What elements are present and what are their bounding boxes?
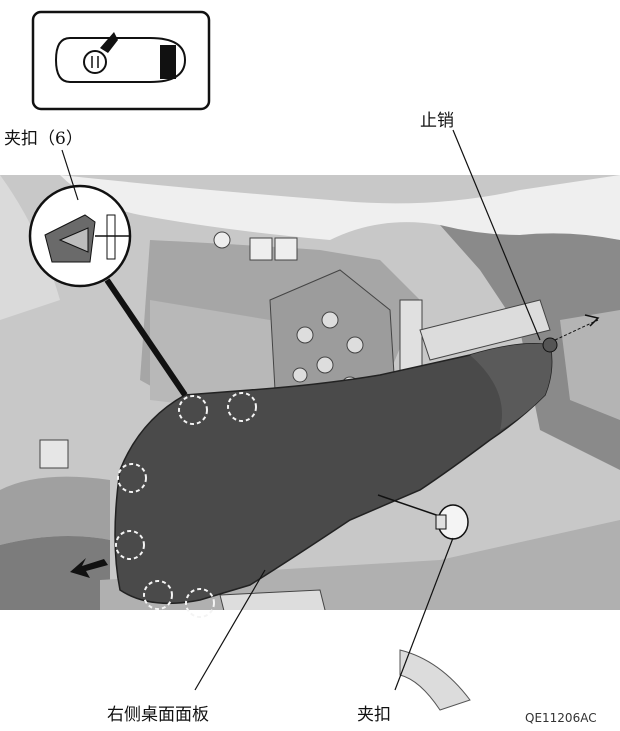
removal-direction-arrow-icon <box>70 558 108 578</box>
label-right-desk-panel: 右侧桌面面板 <box>107 705 209 725</box>
label-clip-six: 夹扣（6） <box>4 129 83 149</box>
label-clip: 夹扣 <box>357 705 391 725</box>
leader-lines <box>61 129 541 691</box>
right-desk-panel <box>114 343 553 605</box>
stop-pin-icon <box>542 314 600 353</box>
clip-zoom-callout <box>28 184 188 397</box>
label-stop-pin: 止销 <box>420 111 454 131</box>
figure-code: QE11206AC <box>525 711 597 725</box>
vehicle-top-view-icon <box>31 10 211 111</box>
clip-detail-icon <box>377 494 469 540</box>
clip-markers <box>115 392 257 618</box>
